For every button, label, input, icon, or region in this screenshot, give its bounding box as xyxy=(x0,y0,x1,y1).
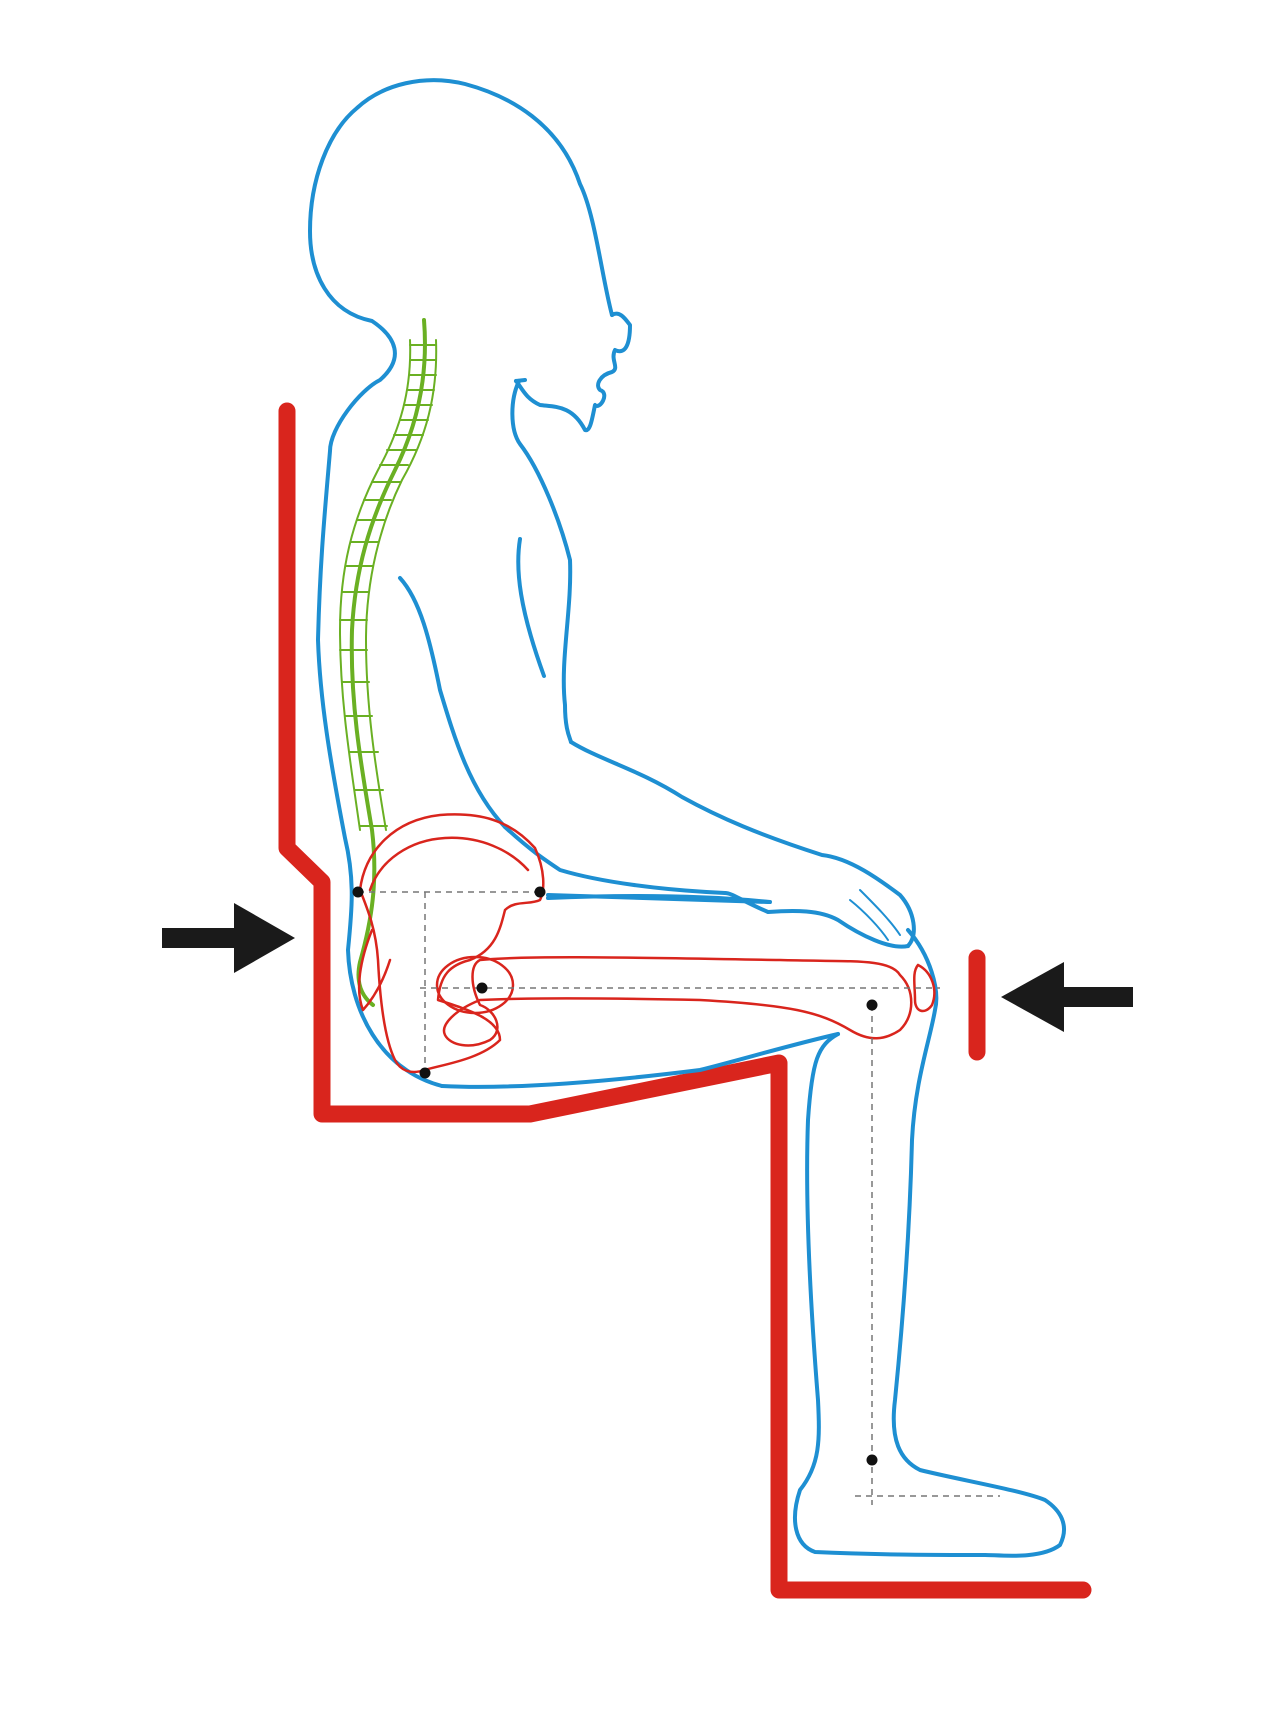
back-arm-outline xyxy=(398,576,507,829)
reference-lines xyxy=(358,891,1000,1505)
chair-frame xyxy=(278,402,1092,1599)
ankle-joint-point xyxy=(866,1454,878,1466)
patella-outline xyxy=(913,963,936,1013)
chest-outline xyxy=(510,379,573,744)
joint-points xyxy=(352,886,878,1466)
shin-back-outline xyxy=(793,1032,987,1557)
right-arrow-icon xyxy=(1001,962,1133,1032)
knee-front-outline xyxy=(891,928,1066,1558)
vertebrae-segments xyxy=(339,344,437,827)
pelvis-outline xyxy=(358,813,545,1074)
inner-chest-line xyxy=(516,537,546,678)
left-arrow-icon xyxy=(162,903,295,973)
femur-head xyxy=(435,955,515,1015)
spinal-cord xyxy=(349,318,427,1007)
pelvis-and-femur xyxy=(357,813,936,1074)
face-outline xyxy=(514,311,632,433)
body-outline xyxy=(308,78,1066,1558)
thigh-bottom-outline xyxy=(440,1032,840,1089)
arrows xyxy=(162,903,1133,1032)
spine xyxy=(339,318,438,1007)
iliac-crest-back-point xyxy=(534,886,546,898)
pelvis-inner-line xyxy=(368,836,530,892)
ischial-tuberosity-point xyxy=(419,1067,431,1079)
femur-outline xyxy=(442,956,913,1047)
head-and-back-outline xyxy=(308,78,614,1088)
hand-detail xyxy=(849,889,901,941)
sacrum-outline xyxy=(357,928,392,1012)
chair xyxy=(278,402,1092,1599)
vertebrae-right-edge xyxy=(365,339,438,831)
hip-joint-point xyxy=(476,982,488,994)
arm-upper-outline xyxy=(569,740,916,948)
forearm-lower-outline xyxy=(503,825,727,895)
iliac-crest-front-point xyxy=(352,886,364,898)
vertebrae-left-edge xyxy=(339,339,412,831)
thigh-top-outline xyxy=(546,894,772,904)
knee-joint-point xyxy=(866,999,878,1011)
